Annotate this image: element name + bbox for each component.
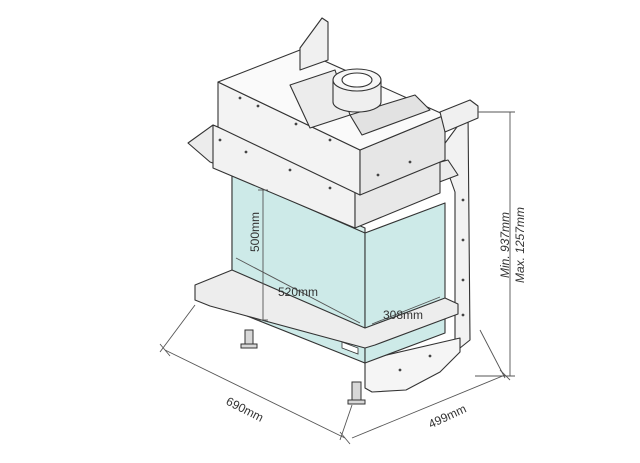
dim-ext-left	[159, 304, 196, 353]
screw-hole	[328, 186, 332, 190]
leg-front-foot	[347, 399, 366, 405]
rear-bracket	[299, 17, 329, 71]
screw-hole	[461, 313, 465, 317]
screw-hole	[218, 138, 222, 142]
screw-hole	[428, 354, 432, 358]
label-height-min: Min. 937mm	[498, 212, 512, 278]
data-plate	[341, 341, 359, 355]
screw-hole	[238, 96, 242, 100]
leg-left-foot	[240, 343, 258, 349]
dim-line-glass-depth	[371, 296, 441, 325]
label-glass-height: 500mm	[248, 212, 262, 252]
dim-tick	[339, 431, 351, 445]
screw-hole	[461, 238, 465, 242]
bottom-flange-plate	[194, 269, 459, 349]
dim-tick	[499, 369, 511, 381]
flue-collar	[332, 68, 382, 113]
fireplace-body	[187, 17, 479, 393]
screw-hole	[244, 150, 248, 154]
dim-ext-right	[479, 329, 506, 379]
label-total-depth: 499mm	[426, 402, 468, 432]
dim-line-total-width	[164, 349, 346, 439]
legs	[240, 329, 366, 405]
inner-baffle-right	[349, 94, 431, 136]
screw-hole	[376, 173, 380, 177]
screw-hole	[328, 138, 332, 142]
screw-hole	[288, 168, 292, 172]
dimension-lines	[159, 111, 515, 445]
label-glass-depth: 308mm	[383, 308, 423, 322]
dim-line-total-depth	[351, 374, 506, 439]
label-total-width: 690mm	[224, 394, 266, 425]
screw-hole	[256, 104, 260, 108]
screw-hole	[408, 160, 412, 164]
screw-hole	[294, 122, 298, 126]
dim-tick	[159, 343, 171, 357]
flue-collar-inner	[341, 72, 373, 88]
screw-holes	[218, 96, 465, 372]
dim-line-glass-width	[235, 257, 361, 324]
leg-front	[351, 381, 362, 403]
label-height-max: Max. 1257mm	[513, 207, 527, 283]
label-glass-width: 520mm	[278, 285, 318, 299]
screw-hole	[461, 198, 465, 202]
bottom-mounting-frame	[364, 337, 461, 393]
screw-hole	[461, 278, 465, 282]
screw-hole	[398, 368, 402, 372]
